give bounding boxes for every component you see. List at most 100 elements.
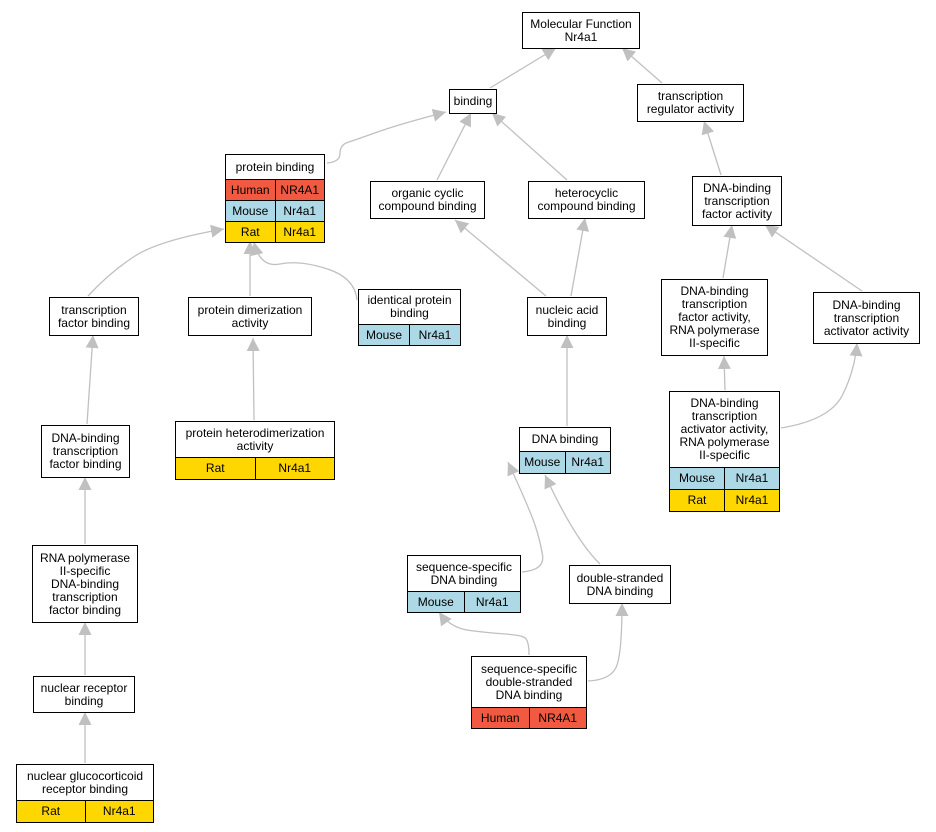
edge-nab-to-occb [454, 219, 547, 297]
node-label: double-stranded DNA binding [576, 570, 664, 598]
node-label: protein dimerization activity [197, 302, 303, 330]
node-label: DNA-binding transcription factor activit… [669, 284, 760, 350]
edge-dbtaa2-to-dbtfa2 [717, 355, 731, 391]
node-dbtaa[interactable]: DNA-binding transcription activator acti… [813, 292, 920, 344]
species-row-mouse: Mouse Nr4a1 [670, 467, 779, 489]
gene-symbol: Nr4a1 [274, 201, 325, 221]
gene-symbol: Nr4a1 [724, 468, 779, 489]
node-dbtfa2[interactable]: DNA-binding transcription factor activit… [661, 279, 768, 356]
gene-symbol: NR4A1 [528, 708, 587, 728]
edge-ssdsdb-to-dsdb [587, 602, 629, 682]
species-row-rat: Rat Nr4a1 [176, 457, 334, 479]
node-label: nucleic acid binding [535, 302, 599, 330]
species-row-human: Human NR4A1 [226, 179, 324, 200]
node-label: identical protein binding [367, 293, 452, 320]
node-ssdsdb[interactable]: sequence-specific double-stranded DNA bi… [471, 656, 587, 729]
edge-binding-to-mf [489, 47, 557, 89]
node-label: binding [453, 94, 493, 108]
edge-ssdsdb-to-ssdb [438, 611, 530, 656]
gene-symbol: Nr4a1 [254, 458, 335, 479]
species-row-mouse: Mouse Nr4a1 [359, 324, 460, 345]
species-name: Rat [687, 493, 707, 507]
node-binding[interactable]: binding [449, 89, 497, 114]
node-tfb[interactable]: transcription factor binding [49, 297, 139, 336]
gene-symbol: Nr4a1 [409, 325, 460, 345]
species-name: Mouse [417, 594, 454, 609]
species-name: Human [230, 182, 270, 197]
edge-ssdb-to-dnab [507, 461, 544, 573]
node-label: DNA binding [531, 432, 599, 446]
edge-dbtfb-to-tfb [85, 334, 99, 425]
edge-hcb-to-binding [491, 112, 568, 181]
node-tra[interactable]: transcription regulator activity [637, 84, 744, 122]
node-dbtfb[interactable]: DNA-binding transcription factor binding [41, 425, 130, 478]
gene-symbol: Nr4a1 [274, 222, 325, 242]
node-label: protein heterodimerization activity [185, 425, 325, 453]
node-mf[interactable]: Molecular Function Nr4a1 [522, 12, 640, 49]
species-name: Mouse [524, 455, 561, 469]
node-hcb[interactable]: heterocyclic compound binding [528, 181, 645, 219]
node-nrb[interactable]: nuclear receptor binding [33, 676, 135, 713]
node-label: DNA-binding transcription factor binding [49, 431, 122, 471]
node-label: nuclear receptor binding [40, 680, 128, 708]
edge-pb-to-binding [326, 108, 447, 164]
node-label: heterocyclic compound binding [537, 186, 636, 213]
node-label: organic cyclic compound binding [378, 186, 477, 213]
node-label: protein binding [235, 159, 315, 174]
edge-tfb-to-pb [87, 224, 225, 297]
edge-phda-to-pda [246, 337, 260, 421]
species-name: Human [480, 710, 520, 725]
edge-tra-to-mf [621, 47, 663, 84]
edge-nab-to-hcb [570, 217, 590, 297]
edge-dbtfa-to-tra [701, 120, 722, 176]
species-row-mouse: Mouse Nr4a1 [408, 591, 520, 612]
species-name: Mouse [678, 471, 716, 485]
node-label: transcription factor binding [57, 302, 131, 330]
species-name: Rat [205, 461, 225, 475]
node-label: transcription regulator activity [646, 89, 735, 116]
species-name: Mouse [232, 203, 269, 218]
node-label: DNA-binding transcription activator acti… [823, 297, 910, 338]
gene-symbol: Nr4a1 [724, 490, 779, 511]
species-name: Rat [41, 804, 61, 818]
node-label: sequence-specific DNA binding [415, 559, 513, 587]
species-row-rat: Rat Nr4a1 [17, 800, 153, 822]
edge-dsdb-to-dnab [544, 474, 601, 565]
node-label: Molecular Function Nr4a1 [530, 16, 632, 44]
node-label: sequence-specific double-stranded DNA bi… [480, 661, 578, 702]
gene-symbol: Nr4a1 [463, 592, 521, 612]
species-row-mouse: Mouse Nr4a1 [226, 200, 324, 221]
node-rnapb[interactable]: RNA polymerase II-specific DNA-binding t… [32, 545, 138, 623]
node-nab[interactable]: nucleic acid binding [527, 297, 607, 336]
species-name: Mouse [365, 327, 403, 342]
species-row-rat: Rat Nr4a1 [670, 489, 779, 511]
node-pda[interactable]: protein dimerization activity [188, 297, 312, 336]
node-label: RNA polymerase II-specific DNA-binding t… [39, 550, 131, 617]
edge-occb-to-binding [436, 112, 472, 181]
species-row-human: Human NR4A1 [472, 707, 586, 728]
gene-symbol: Nr4a1 [564, 452, 611, 473]
gene-symbol: NR4A1 [274, 180, 325, 200]
edge-dbtaa-to-dbtfa [764, 224, 863, 292]
node-dsdb[interactable]: double-stranded DNA binding [569, 565, 671, 604]
edge-dbtaa2-to-dbtaa [780, 342, 863, 429]
species-name: Rat [240, 224, 260, 239]
node-dbtfa[interactable]: DNA-binding transcription factor activit… [692, 176, 782, 226]
node-label: DNA-binding transcription factor activit… [701, 180, 773, 221]
node-label: nuclear glucocorticoid receptor binding [26, 768, 144, 796]
gene-symbol: Nr4a1 [84, 801, 154, 822]
edge-dbtfa2-to-dbtfa [722, 224, 737, 279]
node-label: DNA-binding transcription activator acti… [679, 396, 770, 462]
edge-ipb-to-pb [250, 241, 358, 301]
species-row-rat: Rat Nr4a1 [226, 221, 324, 242]
node-dbtaa2[interactable]: DNA-binding transcription activator acti… [669, 391, 780, 512]
node-occb[interactable]: organic cyclic compound binding [370, 181, 485, 219]
